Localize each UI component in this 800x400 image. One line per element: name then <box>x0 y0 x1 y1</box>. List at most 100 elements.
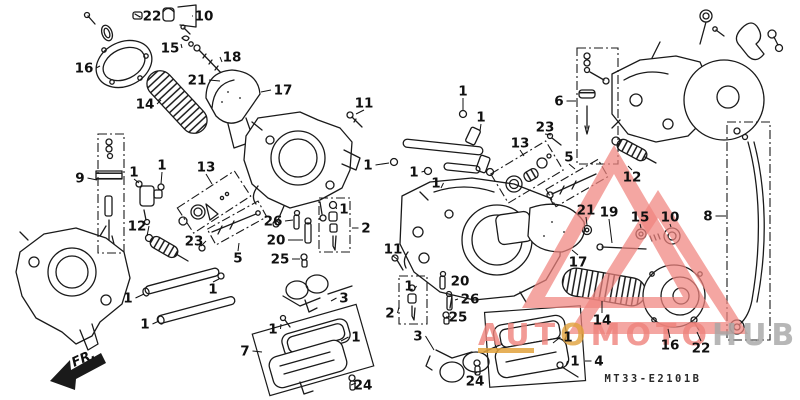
leader-line <box>454 298 459 301</box>
leader-line <box>219 56 223 63</box>
part-label-2: 2 <box>361 221 370 237</box>
screw-fasteners-top-left <box>83 11 143 42</box>
part-label-24: 24 <box>354 378 373 394</box>
leader-line <box>519 149 525 157</box>
part-label-12: 12 <box>128 219 147 235</box>
part-label-13: 13 <box>197 160 216 176</box>
part-label-16: 16 <box>661 338 680 354</box>
screw-11-bottom <box>391 254 404 271</box>
diaphragm-set-13-left <box>178 191 230 226</box>
part-label-10: 10 <box>195 9 214 25</box>
part-label-23: 23 <box>536 120 555 136</box>
part-label-11: 11 <box>355 96 374 112</box>
leader-line <box>479 123 482 132</box>
group-box-9 <box>97 133 125 254</box>
leader-line <box>237 242 240 252</box>
t-joint-left <box>135 180 165 226</box>
cap-and-bracket-10 <box>162 4 197 35</box>
leader-line <box>152 320 160 325</box>
leader-line <box>440 182 444 189</box>
cover-gasket-16-top <box>95 39 153 89</box>
leader-line <box>135 293 145 299</box>
leader-line <box>397 306 400 314</box>
part-label-1: 1 <box>351 330 360 346</box>
needle-set-6 <box>578 52 610 135</box>
leader-line <box>340 336 349 342</box>
part-label-22: 22 <box>692 341 711 357</box>
carburetor-body-right <box>611 9 784 143</box>
part-label-7: 7 <box>240 344 249 360</box>
diagram-code: MT33-E2101B <box>604 373 701 385</box>
leader-line <box>208 79 221 82</box>
part-label-14: 14 <box>136 97 155 113</box>
air-vent-tubes-left <box>142 267 236 325</box>
leader-line <box>585 216 588 226</box>
part-label-6: 6 <box>554 94 563 110</box>
leader-line <box>639 223 642 229</box>
part-label-21: 21 <box>577 203 596 219</box>
part-label-14: 14 <box>593 313 612 329</box>
carburetor-body-top-center <box>243 111 361 228</box>
group-box-5-left <box>206 200 268 246</box>
vacuum-piston-17-top <box>205 69 261 149</box>
part-label-26: 26 <box>461 292 480 308</box>
group-box-8 <box>726 121 771 341</box>
spring-screw-12-left <box>144 233 189 262</box>
part-group-boxes <box>97 47 771 397</box>
screw-23-right <box>546 132 562 146</box>
leader-line <box>212 278 220 283</box>
screw-set-bottom-center <box>348 270 481 391</box>
part-label-5: 5 <box>564 150 573 166</box>
leader-line <box>200 240 207 247</box>
part-label-1: 1 <box>563 330 572 346</box>
part-label-1: 1 <box>431 176 440 192</box>
leader-line <box>669 223 672 228</box>
carburetor-body-left <box>15 225 131 351</box>
leader-line <box>355 109 365 115</box>
part-label-1: 1 <box>339 202 348 218</box>
screw-set-left <box>293 209 312 268</box>
part-label-2: 2 <box>385 306 394 322</box>
clip-set-15 <box>181 35 194 47</box>
part-label-1: 1 <box>404 279 413 295</box>
leader-line <box>696 331 702 342</box>
spring-boot-14-top <box>146 70 208 134</box>
leader-line <box>392 255 398 260</box>
leader-line <box>474 371 478 375</box>
part-label-5: 5 <box>233 251 242 267</box>
leader-line <box>552 336 561 344</box>
watermark-triangle-small <box>568 190 748 334</box>
part-label-1: 1 <box>129 165 138 181</box>
leader-line <box>565 360 568 367</box>
leader-line <box>544 133 552 136</box>
leader-line <box>180 43 183 49</box>
leader-line <box>608 218 613 244</box>
part-label-13: 13 <box>511 136 530 152</box>
part-label-12: 12 <box>623 170 642 186</box>
part-label-1: 1 <box>570 354 579 370</box>
leader-line <box>421 170 426 173</box>
leader-line <box>87 177 98 181</box>
part-label-15: 15 <box>631 210 650 226</box>
part-label-1: 1 <box>268 322 277 338</box>
part-label-1: 1 <box>458 84 467 100</box>
part-label-9: 9 <box>75 171 84 187</box>
part-label-20: 20 <box>267 233 286 249</box>
part-label-26: 26 <box>264 214 283 230</box>
group-box-7 <box>251 303 375 397</box>
part-label-1: 1 <box>476 110 485 126</box>
part-label-17: 17 <box>569 255 588 271</box>
part-label-23: 23 <box>185 234 204 250</box>
watermark: AUTOMOTOHUB <box>478 145 799 353</box>
part-label-1: 1 <box>208 282 217 298</box>
group-box-2-bottom <box>398 275 428 325</box>
leader-line <box>95 65 101 69</box>
watermark-text: AUTOMOTOHUB <box>478 318 799 353</box>
part-label-3: 3 <box>339 291 348 307</box>
part-label-25: 25 <box>449 310 468 326</box>
leader-line <box>252 350 263 353</box>
leader-line <box>280 323 282 330</box>
part-label-25: 25 <box>271 252 290 268</box>
